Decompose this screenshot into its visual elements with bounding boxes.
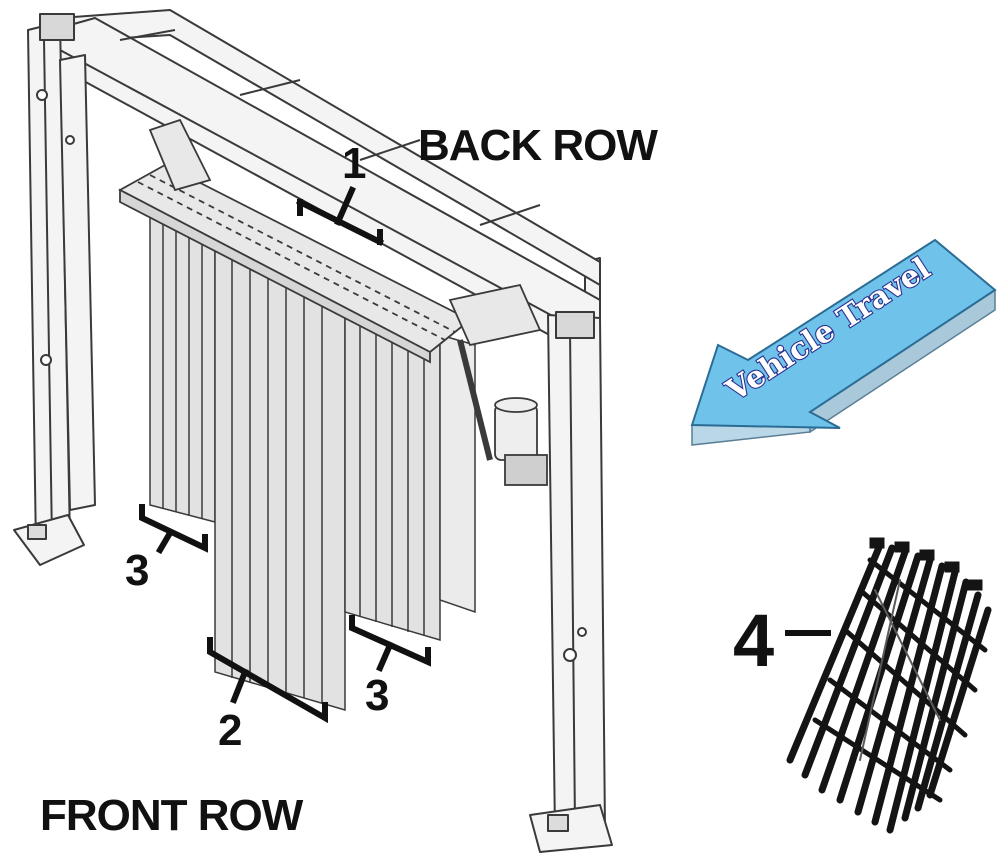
cable-ties-bundle [786, 537, 992, 834]
leader-1 [334, 186, 356, 226]
callout-3-right-label: 3 [365, 671, 389, 720]
curtain-strips [149, 209, 476, 712]
callout-4-label: 4 [733, 599, 774, 682]
back-row-label: BACK ROW [418, 121, 658, 170]
front-row-label: FRONT ROW [40, 791, 304, 840]
arrow-body [690, 238, 997, 429]
callout-2-label: 2 [218, 706, 242, 755]
leader-3-left [155, 528, 175, 555]
callout-1-label: 1 [342, 139, 366, 188]
leader-3-right [376, 641, 394, 672]
bracket-2 [207, 637, 328, 724]
callout-brackets [139, 186, 831, 724]
gantry-frame [13, 9, 613, 853]
vehicle-travel-arrow: Vehicle Travel [690, 238, 997, 446]
motor-assembly [457, 339, 548, 486]
callout-3-left-label: 3 [125, 546, 149, 595]
bracket-3-left [139, 504, 208, 553]
hanger-rail [118, 118, 542, 364]
leader-2 [230, 668, 249, 704]
